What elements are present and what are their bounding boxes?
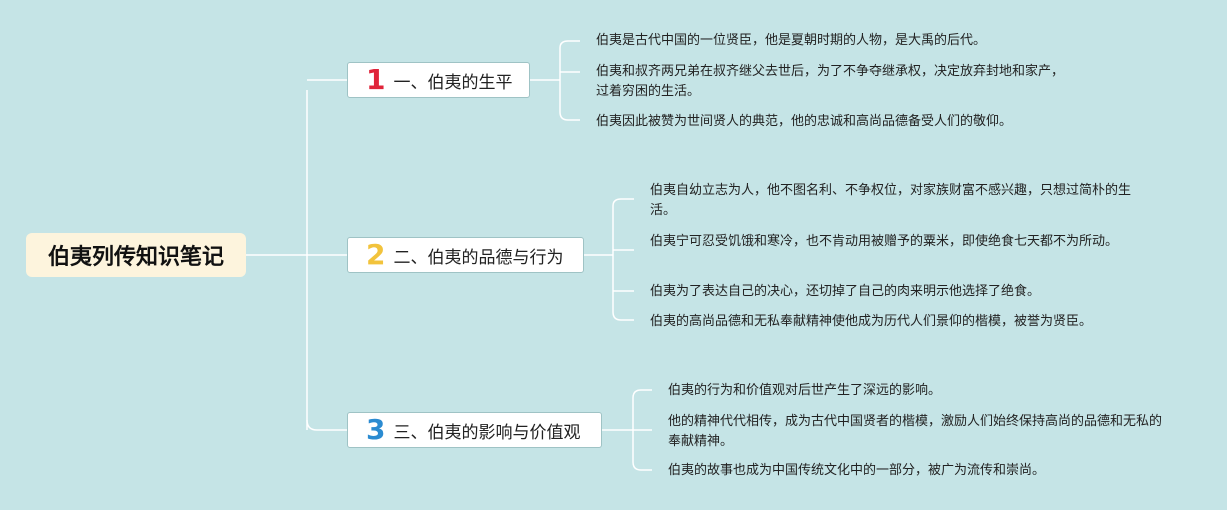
leaf-3-1: 伯夷的行为和价值观对后世产生了深远的影响。 bbox=[668, 383, 942, 398]
branch-number-1: 1 bbox=[366, 63, 386, 96]
branch-label-1: 一、伯夷的生平 bbox=[393, 72, 513, 93]
branch-number-2: 2 bbox=[366, 238, 386, 271]
root-node: 伯夷列传知识笔记 bbox=[26, 233, 246, 277]
leaf-2-4: 伯夷的高尚品德和无私奉献精神使他成为历代人们景仰的楷模，被誉为贤臣。 bbox=[650, 314, 1093, 329]
branch1-leaf-bracket bbox=[530, 40, 580, 121]
leaf-1-3: 伯夷因此被赞为世间贤人的典范，他的忠诚和高尚品德备受人们的敬仰。 bbox=[596, 114, 1013, 129]
branch-number-3: 3 bbox=[366, 413, 386, 446]
root-title: 伯夷列传知识笔记 bbox=[47, 245, 224, 270]
leaf-2-1: 伯夷自幼立志为人，他不图名利、不争权位，对家族财富不感兴趣，只想过简朴的生活。 bbox=[650, 183, 1132, 218]
branch3-connector bbox=[306, 419, 347, 431]
leaf-2-3: 伯夷为了表达自己的决心，还切掉了自己的肉来明示他选择了绝食。 bbox=[650, 284, 1041, 299]
branch-node-1: 1 一、伯夷的生平 bbox=[347, 62, 530, 98]
branch-label-2: 二、伯夷的品德与行为 bbox=[393, 247, 564, 268]
branch-label-3: 三、伯夷的影响与价值观 bbox=[393, 422, 581, 443]
leaf-2-2: 伯夷宁可忍受饥饿和寒冷，也不肯动用被赠予的粟米，即使绝食七天都不为所动。 bbox=[650, 234, 1119, 249]
branch3-leaf-bracket bbox=[602, 389, 652, 471]
branch-node-3: 3 三、伯夷的影响与价值观 bbox=[347, 412, 602, 448]
branch-node-2: 2 二、伯夷的品德与行为 bbox=[347, 237, 584, 273]
leaf-3-3: 伯夷的故事也成为中国传统文化中的一部分，被广为流传和崇尚。 bbox=[668, 463, 1046, 478]
branch2-leaf-bracket bbox=[584, 198, 634, 321]
leaf-1-1: 伯夷是古代中国的一位贤臣，他是夏朝时期的人物，是大禹的后代。 bbox=[596, 33, 987, 48]
leaf-1-2: 伯夷和叔齐两兄弟在叔齐继父去世后，为了不争夺继承权，决定放弃封地和家产，过着穷困… bbox=[596, 64, 1065, 99]
leaf-3-2: 他的精神代代相传，成为古代中国贤者的楷模，激励人们始终保持高尚的品德和无私的奉献… bbox=[668, 414, 1163, 449]
